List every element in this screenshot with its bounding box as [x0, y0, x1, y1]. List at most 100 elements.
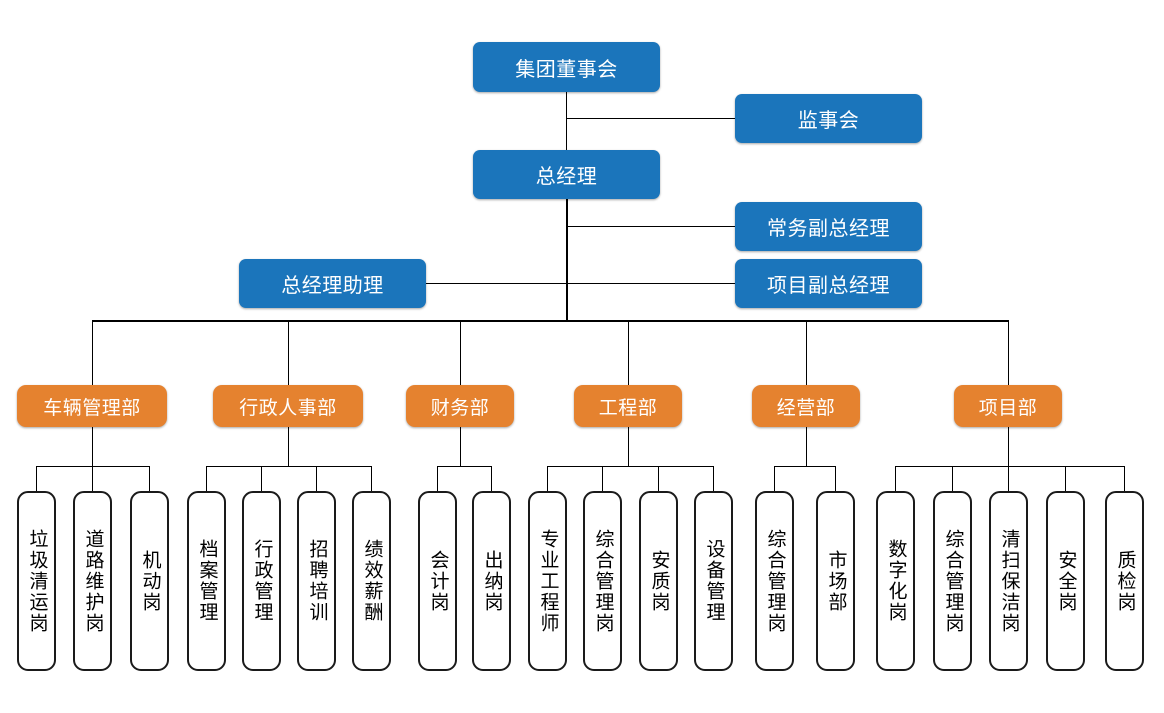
connector-post-drop: [316, 466, 317, 491]
node-label: 市场部: [825, 549, 847, 613]
node-department-engineering[interactable]: 工程部: [574, 385, 682, 427]
connector-gm-to-bus: [566, 199, 568, 322]
node-label: 机动岗: [139, 549, 161, 613]
node-label: 行政人事部: [239, 397, 337, 419]
node-post-marketing[interactable]: 市场部: [816, 491, 855, 671]
node-post-equipment-management[interactable]: 设备管理: [694, 491, 733, 671]
node-post-cashier[interactable]: 出纳岗: [472, 491, 511, 671]
connector-post-drop: [547, 466, 548, 491]
connector-post-drop: [713, 466, 714, 491]
connector-dept-3-stem: [460, 427, 461, 466]
node-label: 招聘培训: [306, 539, 328, 623]
connector-bus-to-dept-4: [628, 320, 629, 385]
node-supervisory-board[interactable]: 监事会: [735, 94, 922, 143]
connector-post-drop: [261, 466, 262, 491]
node-label: 出纳岗: [481, 549, 503, 613]
node-label: 财务部: [430, 397, 490, 419]
node-label: 常务副总经理: [767, 218, 890, 240]
connector-post-drop: [835, 466, 836, 491]
node-label: 集团董事会: [515, 58, 618, 81]
node-post-professional-engineer[interactable]: 专业工程师: [528, 491, 567, 671]
node-label: 安质岗: [648, 549, 670, 613]
node-label: 设备管理: [703, 539, 725, 623]
node-department-admin-hr[interactable]: 行政人事部: [213, 385, 363, 427]
node-label: 综合管理岗: [592, 528, 614, 634]
connector-dept-1-stem: [92, 427, 93, 466]
node-post-administration[interactable]: 行政管理: [242, 491, 281, 671]
connector-post-drop: [774, 466, 775, 491]
connector-gm-to-assistant: [425, 283, 567, 284]
node-label: 经营部: [776, 397, 836, 419]
connector-bus-to-dept-5: [806, 320, 807, 385]
connector-post-drop: [1065, 466, 1066, 491]
node-label: 项目部: [978, 397, 1038, 419]
sub-bus-dept-5: [774, 466, 835, 467]
sub-bus-dept-2: [206, 466, 371, 467]
node-project-vice-gm[interactable]: 项目副总经理: [735, 259, 922, 308]
connector-post-drop: [149, 466, 150, 491]
node-label: 总经理: [535, 166, 598, 188]
connector-post-drop: [92, 466, 93, 491]
node-post-mobile-duty[interactable]: 机动岗: [130, 491, 169, 671]
node-department-finance[interactable]: 财务部: [406, 385, 514, 427]
connector-post-drop: [371, 466, 372, 491]
node-post-quality-inspection[interactable]: 质检岗: [1105, 491, 1144, 671]
connector-bus-to-dept-3: [460, 320, 461, 385]
node-post-digitalization[interactable]: 数字化岗: [876, 491, 915, 671]
connector-post-drop: [895, 466, 896, 491]
connector-board-to-gm: [566, 92, 567, 150]
node-label: 专业工程师: [537, 528, 559, 634]
connector-bus-to-dept-6: [1008, 320, 1009, 385]
node-post-garbage-transport[interactable]: 垃圾清运岗: [17, 491, 56, 671]
connector-gm-to-project-vice: [567, 283, 735, 284]
connector-post-drop: [1124, 466, 1125, 491]
node-label: 综合管理岗: [764, 528, 786, 634]
sub-bus-dept-3: [437, 466, 491, 467]
node-post-road-maintenance[interactable]: 道路维护岗: [73, 491, 112, 671]
node-label: 总经理助理: [281, 275, 384, 297]
node-label: 数字化岗: [885, 539, 907, 623]
node-post-cleaning[interactable]: 清扫保洁岗: [989, 491, 1028, 671]
node-general-manager[interactable]: 总经理: [473, 150, 660, 199]
connector-dept-2-stem: [288, 427, 289, 466]
node-label: 档案管理: [196, 539, 218, 623]
node-label: 工程部: [598, 397, 658, 419]
node-board-of-directors[interactable]: 集团董事会: [473, 42, 660, 92]
node-post-safety[interactable]: 安全岗: [1046, 491, 1085, 671]
connector-post-drop: [658, 466, 659, 491]
node-label: 监事会: [797, 110, 860, 132]
node-post-accounting[interactable]: 会计岗: [418, 491, 457, 671]
node-label: 车辆管理部: [43, 397, 141, 419]
connector-bus-to-dept-2: [288, 320, 289, 385]
node-post-operations-general-management[interactable]: 综合管理岗: [755, 491, 794, 671]
node-department-operations[interactable]: 经营部: [752, 385, 860, 427]
node-post-project-general-management[interactable]: 综合管理岗: [933, 491, 972, 671]
node-department-vehicle-management[interactable]: 车辆管理部: [17, 385, 167, 427]
department-bus: [92, 320, 1009, 322]
connector-gm-trunk-to-supervisory: [566, 118, 735, 119]
node-label: 道路维护岗: [82, 528, 104, 634]
connector-post-drop: [1008, 466, 1009, 491]
node-label: 项目副总经理: [767, 275, 890, 297]
connector-post-drop: [491, 466, 492, 491]
node-label: 质检岗: [1114, 549, 1136, 613]
connector-post-drop: [437, 466, 438, 491]
node-label: 安全岗: [1055, 549, 1077, 613]
sub-bus-dept-6: [895, 466, 1124, 467]
node-executive-vice-gm[interactable]: 常务副总经理: [735, 202, 922, 251]
node-post-engineering-general-management[interactable]: 综合管理岗: [583, 491, 622, 671]
node-department-project[interactable]: 项目部: [954, 385, 1062, 427]
node-label: 清扫保洁岗: [998, 528, 1020, 634]
node-label: 垃圾清运岗: [26, 528, 48, 634]
connector-dept-6-stem: [1008, 427, 1009, 466]
node-post-performance-compensation[interactable]: 绩效薪酬: [352, 491, 391, 671]
connector-post-drop: [206, 466, 207, 491]
node-gm-assistant[interactable]: 总经理助理: [239, 259, 426, 308]
node-post-recruitment-training[interactable]: 招聘培训: [297, 491, 336, 671]
node-post-archive-management[interactable]: 档案管理: [187, 491, 226, 671]
node-label: 综合管理岗: [942, 528, 964, 634]
node-label: 绩效薪酬: [361, 539, 383, 623]
connector-bus-to-dept-1: [92, 320, 93, 385]
node-post-safety-quality[interactable]: 安质岗: [639, 491, 678, 671]
